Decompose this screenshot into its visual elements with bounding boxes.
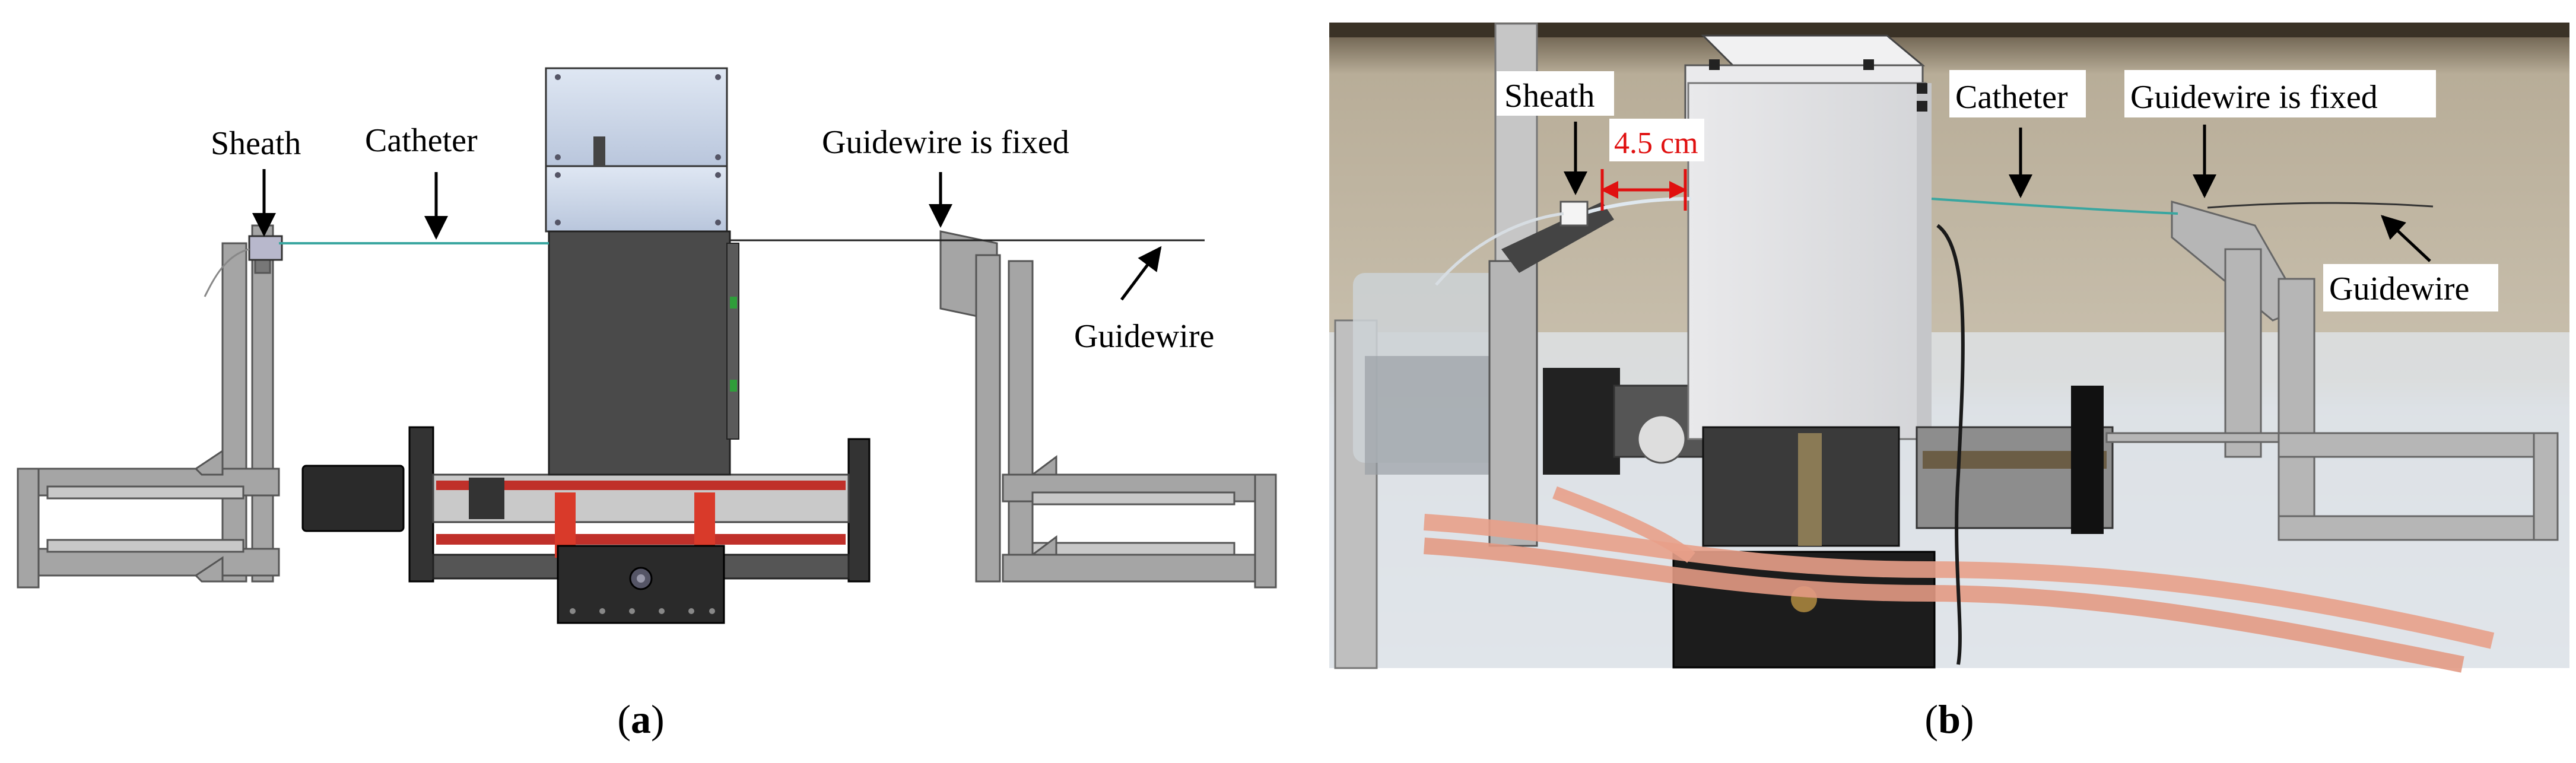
guidewire-arrow-a	[1120, 246, 1162, 301]
hose-2	[1424, 538, 2464, 673]
white-housing	[1684, 34, 1932, 440]
caption-a: (a)	[617, 697, 664, 742]
panel-a: Sheath Catheter Guidewire is fixed Guide…	[17, 67, 1277, 742]
catheter-line-b2	[1931, 198, 2178, 215]
hose-1	[1424, 514, 2495, 649]
sheath-label-b: Sheath	[1504, 78, 1594, 115]
sheath-label-a: Sheath	[211, 125, 301, 162]
catheter-label-b: Catheter	[1955, 79, 2068, 116]
guidewire-label-a: Guidewire	[1074, 318, 1214, 355]
right-support-frame	[939, 230, 1277, 589]
guidewire-line-b	[2207, 202, 2434, 209]
guidewire-fixed-label-a: Guidewire is fixed	[822, 124, 1069, 161]
panel-b: Sheath 4.5 cm Catheter Guidewire is fixe…	[1329, 23, 2569, 742]
sheath-tube	[204, 248, 250, 297]
sheath-holder	[248, 235, 283, 261]
guidewire-fixed-label-b: Guidewire is fixed	[2130, 79, 2378, 116]
distance-label-b: 4.5 cm	[1614, 126, 1698, 160]
guidewire-arrow-b	[2381, 215, 2431, 262]
hose-3	[1552, 486, 1695, 563]
black-cable	[1936, 224, 1965, 665]
left-equipment	[1353, 202, 1722, 547]
caption-b: (b)	[1924, 697, 1974, 742]
slide-mechanism-b	[1672, 386, 2114, 669]
guidewire-label-b: Guidewire	[2329, 271, 2469, 307]
right-support-frame-b	[2105, 201, 2559, 541]
left-support-frame	[17, 224, 280, 589]
catheter-label-a: Catheter	[365, 122, 478, 159]
linear-slide	[301, 426, 871, 624]
delivery-unit	[545, 67, 739, 476]
